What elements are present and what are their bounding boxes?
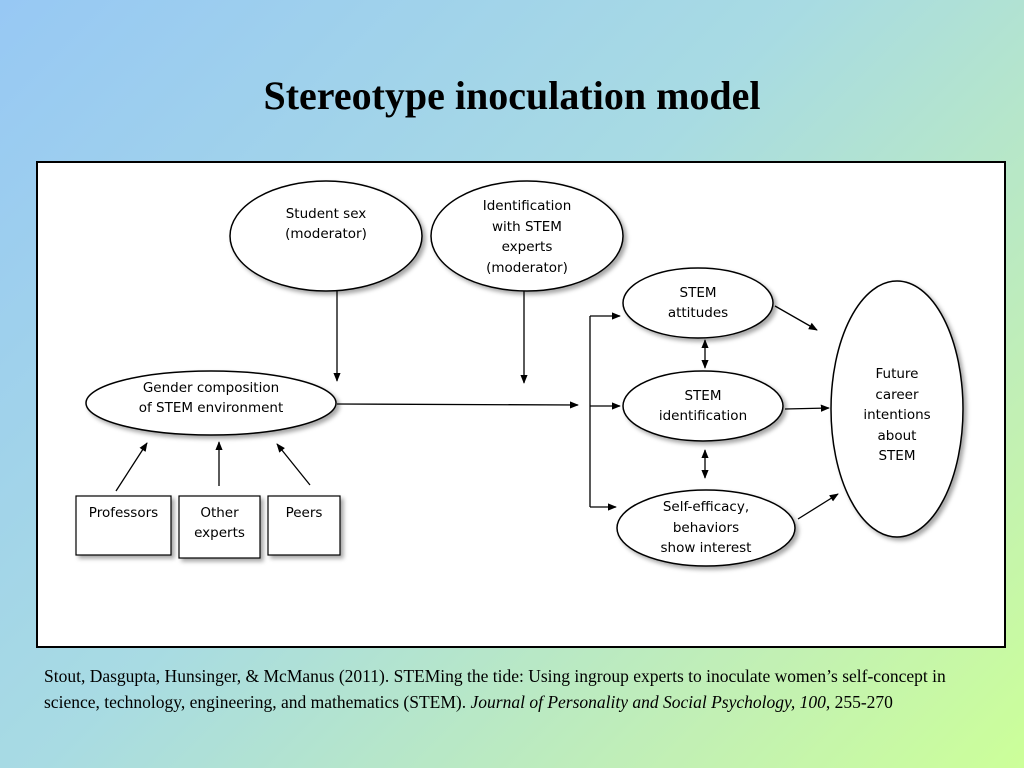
citation: Stout, Dasgupta, Hunsinger, & McManus (2…: [44, 664, 994, 715]
other-experts-text: Other experts: [194, 504, 245, 542]
professors-label: Professors: [76, 502, 171, 524]
stem-attitudes-text: STEM attitudes: [667, 284, 729, 322]
stem-attitudes-label: STEM attitudes: [638, 282, 758, 324]
citation-text: Stout, Dasgupta, Hunsinger, & McManus (2…: [44, 666, 946, 712]
identification-experts-text: Identification with STEM experts (modera…: [482, 198, 572, 276]
arrow-attitudes-future: [774, 305, 818, 331]
professors-box: [75, 495, 172, 556]
student-sex-text: Student sex (moderator): [285, 205, 367, 243]
future-career-ellipse: [830, 280, 964, 538]
self-efficacy-ellipse: [616, 489, 796, 567]
peers-box: [267, 495, 341, 556]
citation-pages: , 255-270: [825, 691, 893, 712]
stem-identification-text: STEM identification: [658, 387, 748, 425]
arrow-professors-gender: [115, 442, 148, 492]
student-sex-label: Student sex (moderator): [246, 196, 406, 252]
gender-composition-text: Gender composition of STEM environment: [138, 379, 284, 417]
self-efficacy-text: Self-efficacy, behaviors show interest: [660, 499, 752, 557]
gender-composition-ellipse: [85, 370, 337, 436]
future-career-text: Future career intentions about STEM: [863, 366, 931, 464]
citation-journal: Journal of Personality and Social Psycho…: [470, 691, 826, 712]
professors-text: Professors: [88, 504, 159, 521]
peers-text: Peers: [285, 504, 323, 521]
arrow-gender-to-outcomes: [336, 401, 579, 409]
arrow-identification-future: [784, 404, 830, 412]
identification-experts-label: Identification with STEM experts (modera…: [447, 196, 607, 292]
arrow-efficacy-future: [797, 493, 839, 520]
other-experts-label: Other experts: [179, 502, 260, 544]
student-sex-ellipse: [229, 180, 423, 292]
stem-identification-ellipse: [622, 370, 784, 442]
future-career-label: Future career intentions about STEM: [842, 364, 952, 470]
gender-composition-label: Gender composition of STEM environment: [101, 376, 321, 420]
stem-attitudes-ellipse: [622, 267, 774, 339]
self-efficacy-label: Self-efficacy, behaviors show interest: [631, 497, 781, 559]
peers-label: Peers: [268, 502, 340, 524]
slide-title: Stereotype inoculation model: [263, 73, 761, 118]
other-experts-box: [178, 495, 261, 559]
identification-experts-ellipse: [430, 180, 624, 292]
stem-identification-label: STEM identification: [633, 385, 773, 427]
arrow-peers-gender: [276, 443, 311, 486]
